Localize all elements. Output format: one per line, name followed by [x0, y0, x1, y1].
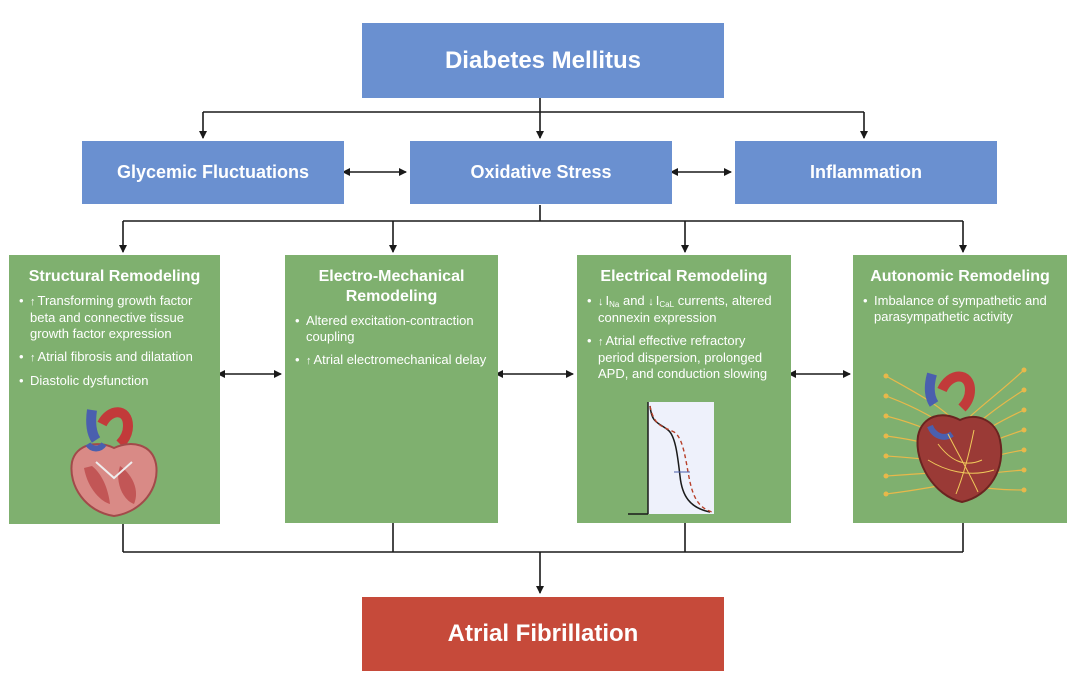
- oxidative-stress-box: Oxidative Stress: [410, 141, 672, 204]
- heart-cross-section-illustration: [70, 407, 158, 518]
- electro-mechanical-remodeling-list: Altered excitation-contraction coupling …: [295, 313, 488, 369]
- electro-mechanical-remodeling-title: Electro-Mechanical Remodeling: [318, 268, 465, 305]
- down-arrow-icon: ↓: [648, 296, 654, 308]
- inflammation-label: Inflammation: [809, 162, 922, 182]
- inflammation-box: Inflammation: [735, 141, 997, 204]
- list-item: ↑Atrial fibrosis and dilatation: [19, 349, 210, 366]
- structural-remodeling-list: ↑Transforming growth factor beta and con…: [19, 293, 210, 389]
- action-potential-graph-illustration: [628, 402, 714, 515]
- electrical-remodeling-panel: Electrical Remodeling ↓INa and ↓ICaL cur…: [577, 255, 791, 523]
- up-arrow-icon: ↑: [598, 336, 604, 348]
- diabetes-mellitus-box: Diabetes Mellitus: [362, 23, 724, 98]
- atrial-fibrillation-box: Atrial Fibrillation: [362, 597, 724, 671]
- electrical-remodeling-list: ↓INa and ↓ICaL currents, altered connexi…: [587, 293, 781, 382]
- electro-mechanical-remodeling-panel: Electro-Mechanical Remodeling Altered ex…: [285, 255, 498, 523]
- down-arrow-icon: ↓: [598, 296, 604, 308]
- list-item: Diastolic dysfunction: [19, 373, 210, 389]
- structural-remodeling-title: Structural Remodeling: [28, 268, 201, 285]
- autonomic-remodeling-list: Imbalance of sympathetic and parasympath…: [863, 293, 1057, 325]
- list-item: ↑Atrial electromechanical delay: [295, 352, 488, 369]
- electrical-remodeling-title: Electrical Remodeling: [600, 268, 768, 285]
- up-arrow-icon: ↑: [306, 355, 312, 367]
- glycemic-fluctuations-label: Glycemic Fluctuations: [116, 162, 310, 182]
- heart-nerve-illustration: [883, 367, 1027, 504]
- list-item: ↓INa and ↓ICaL currents, altered connexi…: [587, 293, 781, 326]
- list-item: ↑Transforming growth factor beta and con…: [19, 293, 210, 342]
- list-item: Imbalance of sympathetic and parasympath…: [863, 293, 1057, 325]
- autonomic-remodeling-title: Autonomic Remodeling: [870, 268, 1050, 285]
- glycemic-fluctuations-box: Glycemic Fluctuations: [82, 141, 344, 204]
- up-arrow-icon: ↑: [30, 296, 36, 308]
- atrial-fibrillation-title: Atrial Fibrillation: [447, 620, 639, 647]
- list-item: Altered excitation-contraction coupling: [295, 313, 488, 345]
- oxidative-stress-label: Oxidative Stress: [470, 162, 612, 182]
- up-arrow-icon: ↑: [30, 352, 36, 364]
- diabetes-mellitus-title: Diabetes Mellitus: [444, 46, 642, 74]
- list-item: ↑Atrial effective refractory period disp…: [587, 333, 781, 382]
